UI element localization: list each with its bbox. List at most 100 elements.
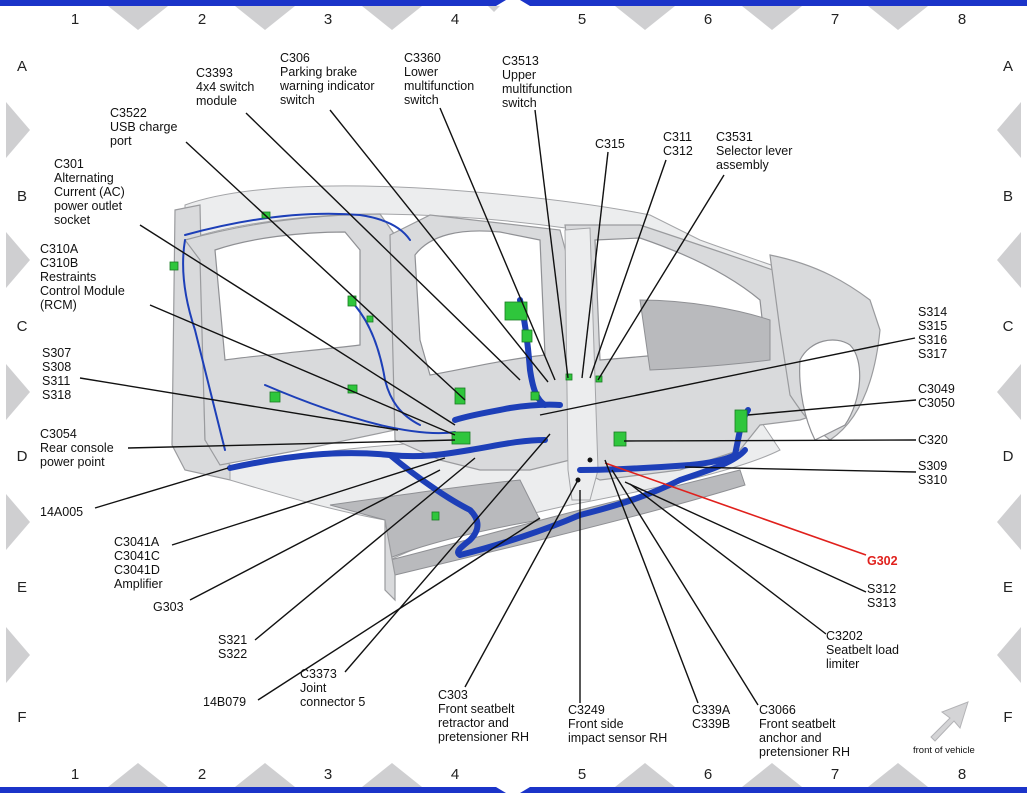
connector-marker (530, 391, 540, 401)
leader-line-highlight (604, 462, 867, 556)
harness-roof (184, 212, 411, 241)
callout-c3249: C3249 Front side impact sensor RH (568, 703, 667, 745)
callout-c339: C339A C339B (692, 703, 733, 731)
column-label: 6 (704, 11, 712, 28)
leader-line (127, 439, 456, 449)
leader-line (597, 174, 725, 381)
callout-s321: S321 S322 (218, 633, 251, 661)
grid-marker-triangle (108, 763, 168, 787)
grid-marker-triangle (868, 763, 928, 787)
column-label: 4 (451, 11, 459, 28)
leader-line (747, 399, 917, 416)
grid-marker-triangle (108, 6, 168, 30)
leader-line (589, 159, 667, 379)
harness-rear-floor (227, 437, 548, 471)
row-label: E (17, 579, 27, 596)
leader-line (611, 469, 759, 706)
column-label: 8 (958, 766, 966, 783)
column-label: 7 (831, 11, 839, 28)
connector-marker (734, 409, 748, 433)
connector-marker (565, 373, 573, 381)
connector-marker (431, 511, 440, 521)
grid-marker-triangle (6, 494, 30, 550)
callout-c3373: C3373 Joint connector 5 (300, 667, 365, 709)
row-label: D (17, 448, 28, 465)
front-of-vehicle-label: front of vehicle (913, 745, 975, 756)
callout-c306: C306 Parking brake warning indicator swi… (279, 51, 378, 107)
callout-s307: S307 S308 S311 S318 (42, 346, 75, 402)
grid-marker-triangle (235, 763, 295, 787)
ground-point (587, 457, 593, 463)
grid-marker-triangle (997, 232, 1021, 288)
row-label: D (1003, 448, 1014, 465)
connector-marker (261, 211, 271, 219)
row-label: A (1003, 58, 1013, 75)
callout-c303: C303 Front seatbelt retractor and preten… (438, 688, 529, 744)
dashboard (639, 299, 771, 371)
connector-marker (451, 431, 471, 445)
row-label: E (1003, 579, 1013, 596)
leader-line (185, 141, 466, 401)
leader-lines (79, 107, 917, 706)
callout-14a005: 14A005 (40, 505, 83, 519)
leader-line (245, 112, 521, 381)
leader-line (624, 481, 867, 593)
callout-c310: C310A C310B Restraints Control Module (R… (40, 242, 128, 312)
row-label: C (17, 318, 28, 335)
callout-c315: C315 (595, 137, 625, 151)
grid-marker-triangle (742, 763, 802, 787)
column-label: 2 (198, 766, 206, 783)
callout-c3360: C3360 Lower multifunction switch (404, 51, 478, 107)
leader-line (94, 467, 229, 509)
callout-c301: C301 Alternating Current (AC) power outl… (54, 157, 128, 227)
grid-marker-triangle (997, 627, 1021, 683)
grid-triangles (6, 6, 1021, 787)
grid-marker-triangle (615, 6, 675, 30)
column-label: 3 (324, 766, 332, 783)
leader-line (623, 439, 917, 442)
leader-line (684, 466, 917, 473)
rear-window-opening (214, 231, 361, 361)
callout-g303: G303 (153, 600, 184, 614)
frame-top-tab (496, 0, 530, 6)
grid-marker-triangle (362, 763, 422, 787)
connector-marker (269, 391, 281, 403)
leader-line (257, 517, 541, 701)
grid-marker-triangle (742, 6, 802, 30)
connector-marker (521, 329, 533, 343)
leader-line (534, 109, 569, 379)
callout-c3066: C3066 Front seatbelt anchor and pretensi… (759, 703, 850, 759)
grid-marker-triangle (997, 364, 1021, 420)
harness-rear-door (264, 384, 456, 435)
column-label: 2 (198, 11, 206, 28)
row-label: F (1003, 709, 1012, 726)
column-label: 8 (958, 11, 966, 28)
harness-floor-loop (387, 447, 748, 558)
b-pillar (564, 227, 599, 501)
grid-marker-triangle (6, 364, 30, 420)
callout-c3531: C3531 Selector lever assembly (716, 130, 796, 172)
column-label: 5 (578, 766, 586, 783)
callout-s312: S312 S313 (867, 582, 900, 610)
column-label: 3 (324, 11, 332, 28)
column-label: 5 (578, 11, 586, 28)
harness-rear-pillar (182, 239, 226, 451)
grid-marker-triangle (997, 102, 1021, 158)
rear-sill-end (384, 519, 396, 602)
connector-marker (366, 315, 374, 323)
callout-14b079: 14B079 (203, 695, 246, 709)
row-label: B (1003, 188, 1013, 205)
column-label: 1 (71, 11, 79, 28)
connector-marker (504, 301, 528, 321)
grid-marker-triangle (235, 6, 295, 30)
leader-line (439, 107, 556, 381)
connector-marker (613, 431, 627, 447)
callout-c320: C320 (918, 433, 948, 447)
callout-c3054: C3054 Rear console power point (40, 427, 117, 469)
callout-c3049: C3049 C3050 (918, 382, 958, 410)
grid-marker-triangle (6, 627, 30, 683)
row-label: C (1003, 318, 1014, 335)
grid-marker-triangle (6, 102, 30, 158)
